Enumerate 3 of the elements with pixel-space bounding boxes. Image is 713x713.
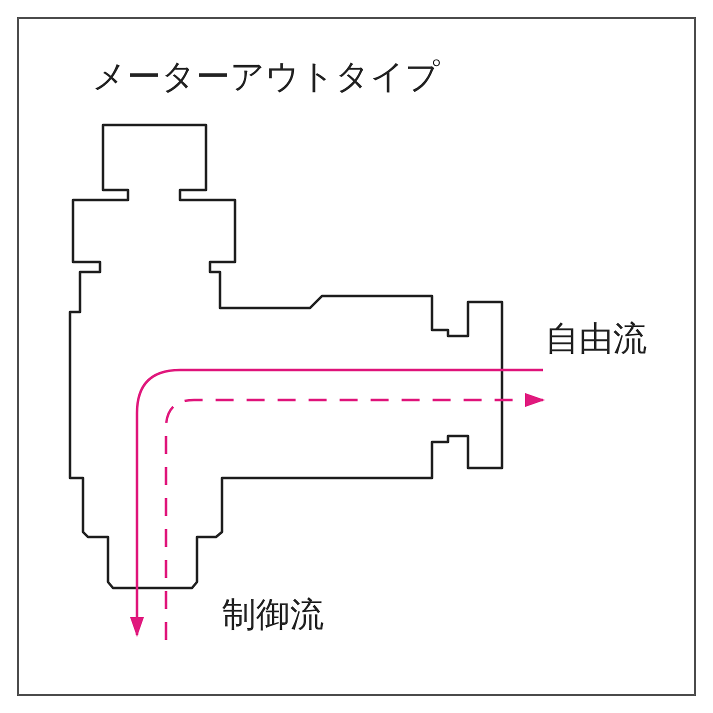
title: メーターアウトタイプ [92, 60, 440, 94]
flow-label: 自由流 [545, 322, 647, 356]
flow-label: 制御流 [222, 598, 324, 632]
